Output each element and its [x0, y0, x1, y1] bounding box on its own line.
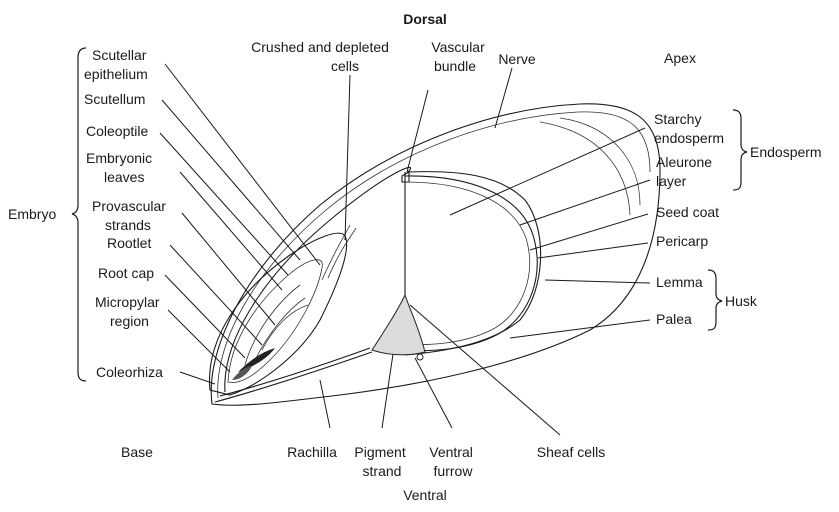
husk-brace — [708, 270, 722, 330]
lemma-label: Lemma — [656, 274, 703, 290]
aleurone-ring — [405, 176, 537, 351]
coleoptile-label: Coleoptile — [86, 123, 148, 139]
ventral-label: Ventral — [403, 487, 447, 503]
embryo-group-label: Embryo — [8, 206, 56, 222]
sheaf-cells-label: Sheaf cells — [537, 444, 605, 460]
starchy-endosperm-label: Starchy endosperm — [654, 111, 724, 146]
lemma-outline — [211, 104, 660, 405]
husk-group-label: Husk — [725, 293, 758, 309]
pericarp-label: Pericarp — [656, 233, 708, 249]
scutellar-epithelium-label: Scutellar epithelium — [84, 47, 150, 82]
rootlet-label: Rootlet — [107, 235, 151, 251]
vascular-bundle-label: Vascular bundle — [431, 39, 488, 74]
grain-illustration — [210, 104, 660, 405]
embryonic-leaves-label: Embryonic leaves — [86, 150, 156, 185]
scutellum-label: Scutellum — [84, 91, 145, 107]
seed-coat-label: Seed coat — [656, 204, 719, 220]
coleorhiza-label: Coleorhiza — [96, 364, 163, 380]
micropylar-region-label: Micropylar region — [95, 294, 163, 329]
palea-label: Palea — [656, 311, 692, 327]
ventral-furrow-label: Ventral furrow — [429, 444, 476, 479]
rachilla-label: Rachilla — [287, 444, 337, 460]
dorsal-label: Dorsal — [403, 11, 447, 27]
endosperm-group-label: Endosperm — [750, 144, 822, 160]
endosperm-brace — [733, 110, 747, 190]
provascular-strands-label: Provascular strands — [92, 198, 170, 233]
aleurone-layer-label: Aleurone layer — [656, 154, 716, 189]
base-label: Base — [121, 444, 153, 460]
root-cap-label: Root cap — [98, 265, 154, 281]
crushed-cells-label: Crushed and depleted cells — [251, 39, 393, 74]
pigment-strand-label: Pigment strand — [354, 444, 409, 479]
nerve-label: Nerve — [498, 51, 536, 67]
apex-label: Apex — [664, 50, 696, 66]
